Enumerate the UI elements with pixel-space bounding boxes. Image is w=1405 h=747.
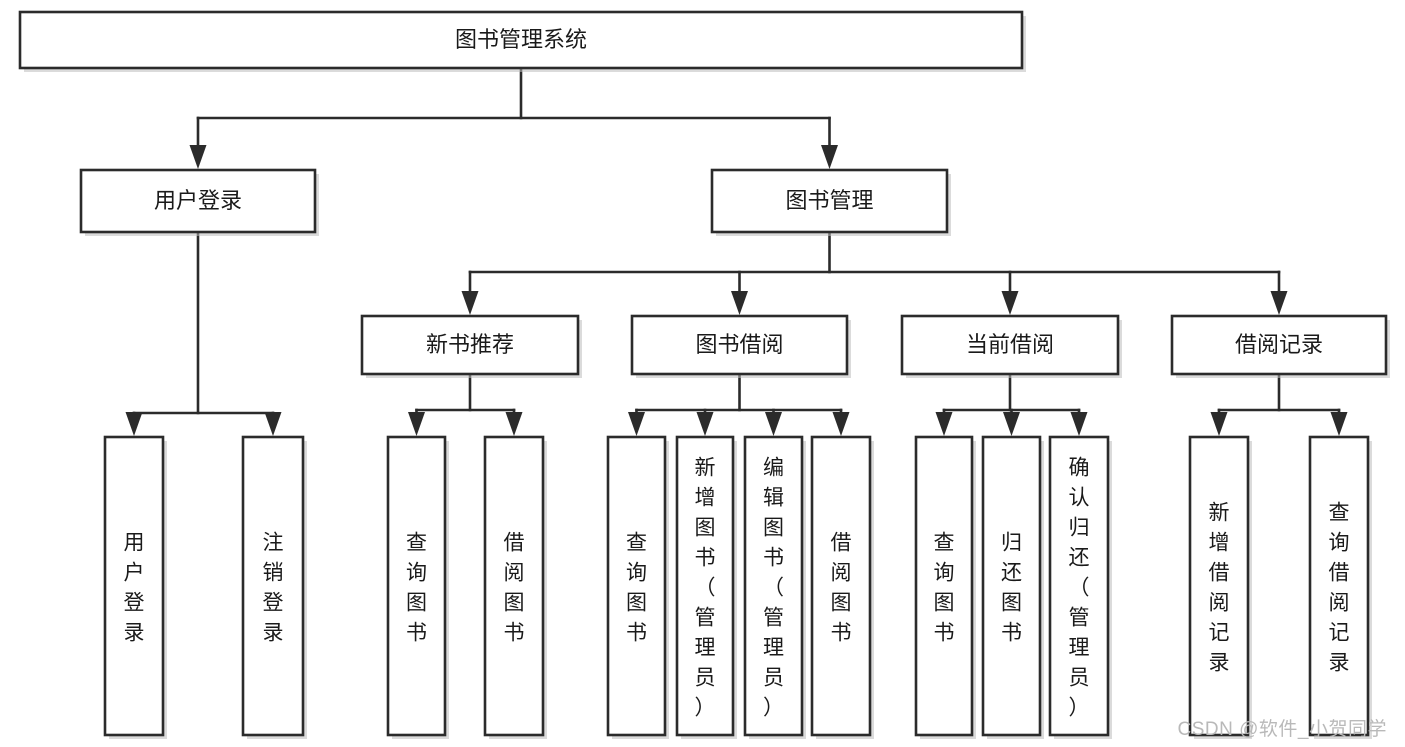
node-leaf-3[interactable]: 查询图书: [386, 435, 449, 739]
node-label: 新增图书（管理员）: [695, 456, 716, 719]
node-leaf-5[interactable]: 查询图书: [606, 435, 669, 739]
node-box[interactable]: [630, 314, 849, 376]
node-bookmgmt[interactable]: 图书管理: [710, 168, 951, 236]
arrow-head-icon: [408, 412, 425, 436]
node-label: 新增借阅记录: [1209, 501, 1230, 674]
node-box[interactable]: [483, 435, 545, 737]
node-leaf-7[interactable]: 编辑图书（管理员）: [743, 435, 806, 739]
arrow-head-icon: [765, 412, 782, 436]
arrow-head-icon: [461, 291, 479, 315]
node-box[interactable]: [360, 314, 580, 376]
node-box[interactable]: [1188, 435, 1250, 737]
node-box[interactable]: [914, 435, 974, 737]
node-box[interactable]: [606, 435, 667, 737]
node-box[interactable]: [1308, 435, 1370, 737]
arrow-head-icon: [505, 412, 523, 436]
node-box[interactable]: [743, 435, 804, 737]
node-leaf-1[interactable]: 用户登录: [103, 435, 167, 739]
node-current[interactable]: 当前借阅: [900, 314, 1122, 378]
node-leaf-11[interactable]: 确认归还（管理员）: [1048, 435, 1112, 739]
node-box[interactable]: [981, 435, 1042, 737]
arrow-head-icon: [731, 291, 748, 315]
node-box[interactable]: [241, 435, 305, 737]
arrow-head-icon: [1270, 291, 1288, 315]
node-label: 编辑图书（管理员）: [763, 456, 784, 719]
node-box[interactable]: [1170, 314, 1388, 376]
node-box[interactable]: [710, 168, 949, 234]
arrow-head-icon: [832, 412, 850, 436]
connector-group-root: [189, 66, 838, 169]
node-layer: 图书管理系统用户登录图书管理新书推荐图书借阅当前借阅借阅记录用户登录注销登录查询…: [18, 10, 1390, 739]
arrow-head-icon: [696, 412, 714, 436]
arrow-head-icon: [1070, 412, 1088, 436]
node-leaf-2[interactable]: 注销登录: [241, 435, 307, 739]
node-label: 查询图书: [626, 531, 647, 644]
node-box[interactable]: [18, 10, 1024, 70]
arrow-head-icon: [935, 412, 953, 436]
node-newbook[interactable]: 新书推荐: [360, 314, 582, 378]
node-login[interactable]: 用户登录: [79, 168, 319, 236]
node-label: 借阅图书: [831, 531, 852, 644]
arrow-head-icon: [1210, 412, 1228, 436]
watermark-text: CSDN @软件_小贺同学: [1177, 719, 1387, 740]
arrow-head-icon: [264, 412, 282, 436]
node-leaf-6[interactable]: 新增图书（管理员）: [675, 435, 737, 739]
node-label: 用户登录: [124, 531, 145, 644]
node-label: 查询借阅记录: [1329, 501, 1350, 674]
node-box[interactable]: [103, 435, 165, 737]
node-label: 图书借阅: [695, 332, 783, 357]
node-leaf-13[interactable]: 查询借阅记录: [1308, 435, 1372, 739]
arrow-head-icon: [189, 145, 207, 169]
connector-group-borrow: [628, 372, 850, 436]
node-label: 确认归还（管理员）: [1069, 456, 1090, 719]
node-leaf-8[interactable]: 借阅图书: [810, 435, 874, 739]
node-leaf-10[interactable]: 归还图书: [981, 435, 1044, 739]
node-leaf-9[interactable]: 查询图书: [914, 435, 976, 739]
node-label: 查询图书: [934, 531, 955, 644]
node-borrow[interactable]: 图书借阅: [630, 314, 851, 378]
arrow-head-icon: [1003, 412, 1020, 436]
node-label: 当前借阅: [966, 332, 1054, 357]
node-root[interactable]: 图书管理系统: [18, 10, 1026, 72]
node-label: 借阅图书: [504, 531, 525, 644]
arrow-head-icon: [1001, 291, 1019, 315]
node-box[interactable]: [386, 435, 447, 737]
node-label: 图书管理系统: [455, 27, 587, 52]
connector-group-login: [125, 230, 282, 436]
arrow-head-icon: [628, 412, 645, 436]
connector-group-current: [935, 372, 1088, 436]
connector-group-record: [1210, 372, 1348, 436]
node-label: 归还图书: [1001, 531, 1022, 644]
node-label: 查询图书: [406, 531, 427, 644]
arrow-head-icon: [821, 145, 838, 169]
arrow-head-icon: [1330, 412, 1348, 436]
node-box[interactable]: [900, 314, 1120, 376]
node-label: 借阅记录: [1235, 332, 1323, 357]
node-record[interactable]: 借阅记录: [1170, 314, 1390, 378]
node-box[interactable]: [810, 435, 872, 737]
connector-group-bookmgmt: [461, 230, 1288, 315]
arrow-head-icon: [125, 412, 143, 436]
node-label: 用户登录: [154, 188, 242, 213]
node-box[interactable]: [675, 435, 735, 737]
node-label: 新书推荐: [426, 332, 514, 357]
node-label: 注销登录: [263, 531, 284, 644]
connector-group-newbook: [408, 372, 523, 436]
node-leaf-4[interactable]: 借阅图书: [483, 435, 547, 739]
node-box[interactable]: [79, 168, 317, 234]
connector-layer: [125, 66, 1348, 436]
node-box[interactable]: [1048, 435, 1110, 737]
node-label: 图书管理: [785, 188, 873, 213]
node-leaf-12[interactable]: 新增借阅记录: [1188, 435, 1252, 739]
